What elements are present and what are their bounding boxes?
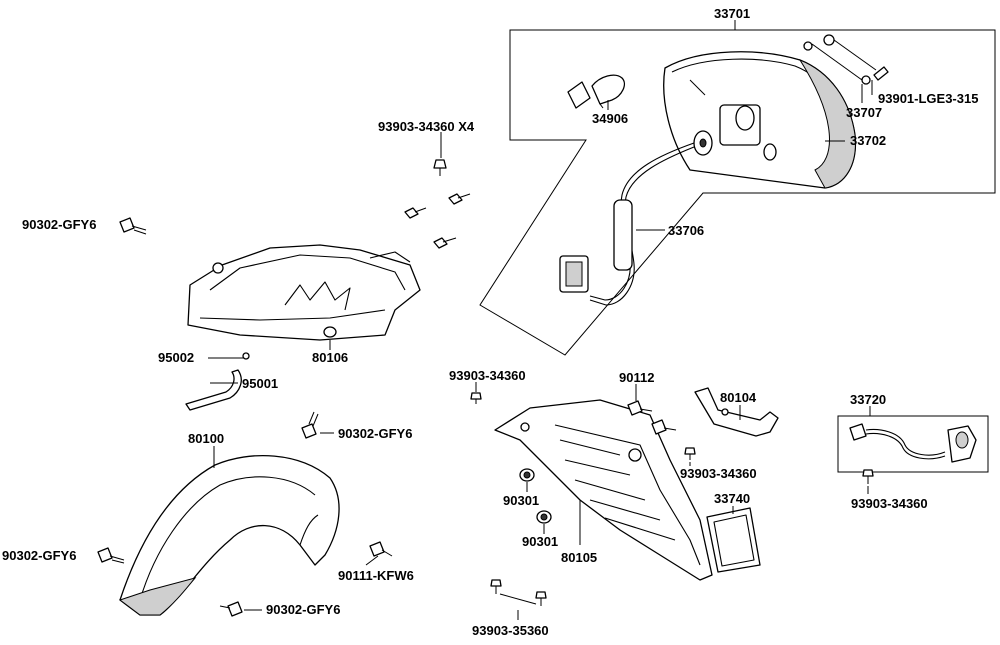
- reflector: [706, 507, 761, 573]
- label-33706: 33706: [668, 223, 704, 238]
- bolt-top-left: [119, 217, 147, 235]
- label-80100: 80100: [188, 431, 224, 446]
- label-90302-gfy6-top: 90302-GFY6: [22, 217, 96, 232]
- screw-bracket: [684, 447, 696, 460]
- label-93903-35360: 93903-35360: [472, 623, 549, 638]
- label-90111-kfw6: 90111-KFW6: [338, 568, 414, 583]
- bulb: [567, 74, 626, 109]
- license-fender: [494, 399, 713, 581]
- wire-harness: [559, 142, 695, 306]
- label-90302-gfy6-left: 90302-GFY6: [2, 548, 76, 563]
- label-33740: 33740: [714, 491, 750, 506]
- label-34906: 34906: [592, 111, 628, 126]
- tail-light-group-frame: [479, 29, 996, 356]
- label-33707: 33707: [846, 105, 882, 120]
- label-90112: 90112: [619, 370, 654, 385]
- bolt-lower: [219, 601, 243, 617]
- label-93903-34360-license-light: 93903-34360: [851, 496, 928, 511]
- label-93903-34360-fender: 93903-34360: [449, 368, 526, 383]
- drain-hose: [185, 352, 250, 411]
- license-bracket: [694, 387, 779, 437]
- screw-fender: [470, 392, 482, 404]
- license-light: [849, 423, 977, 463]
- label-95002: 95002: [158, 350, 194, 365]
- label-90301-upper: 90301: [503, 493, 539, 508]
- tail-light-screws: [803, 34, 889, 85]
- tail-light-lens: [663, 51, 857, 189]
- label-33701: 33701: [714, 6, 750, 21]
- rear-fender: [118, 454, 340, 616]
- bolts-90112: [627, 400, 677, 435]
- label-93903-34360-bracket: 93903-34360: [680, 466, 757, 481]
- label-33702: 33702: [850, 133, 886, 148]
- screw-license-light: [862, 469, 874, 484]
- label-93903-34360-x4: 93903-34360 X4: [378, 119, 475, 134]
- screws-x4: [404, 159, 471, 249]
- label-33720: 33720: [850, 392, 886, 407]
- bolt-90111: [369, 541, 393, 557]
- screws-bottom: [490, 579, 547, 606]
- label-80104: 80104: [720, 390, 757, 405]
- label-93901-lge3-315: 93901-LGE3-315: [878, 91, 978, 106]
- label-90301-lower: 90301: [522, 534, 558, 549]
- license-light-frame: [837, 415, 989, 473]
- label-95001: 95001: [242, 376, 278, 391]
- inner-fender: [187, 244, 421, 341]
- nuts: [519, 468, 552, 524]
- label-80106: 80106: [312, 350, 348, 365]
- label-90302-gfy6-middle: 90302-GFY6: [338, 426, 412, 441]
- label-80105: 80105: [561, 550, 597, 565]
- bolt-middle: [301, 411, 319, 439]
- label-90302-gfy6-bottom: 90302-GFY6: [266, 602, 340, 617]
- bolt-left: [97, 547, 125, 564]
